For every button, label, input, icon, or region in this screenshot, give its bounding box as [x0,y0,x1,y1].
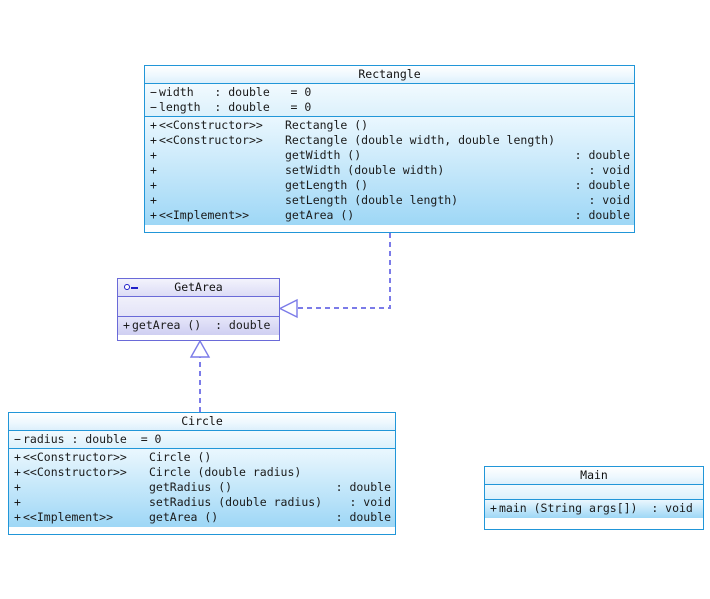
visibility-marker: + [14,480,21,494]
connector-rectangle-to-getarea [278,233,391,319]
method-row: + setLength (double length) : void [145,193,634,208]
attribute-text: width : double = 0 [159,85,312,99]
method-signature: setLength (double length) [285,193,459,207]
method-row: + <<Constructor>> Circle () [9,450,395,465]
visibility-marker: + [123,318,130,332]
method-return-type: : double [574,208,630,222]
method-signature: getRadius () [149,480,233,494]
visibility-marker: + [150,148,157,162]
method-row: + setRadius (double radius) : void [9,495,395,510]
attributes-compartment-main [485,485,703,500]
method-return-type: : double [574,148,630,162]
attribute-text: radius : double = 0 [23,432,162,446]
stereotype: <<Constructor>> [23,465,127,479]
visibility-marker: + [14,495,21,509]
visibility-marker: − [150,100,157,114]
method-return-type: : void [588,193,630,207]
method-signature: Circle () [149,450,212,464]
method-row: + setWidth (double width) : void [145,163,634,178]
class-title-rectangle: Rectangle [145,66,634,84]
attribute-row: − width : double = 0 [145,85,634,100]
visibility-marker: + [150,193,157,207]
method-signature: getArea () : double [132,318,271,332]
method-signature: setWidth (double width) [285,163,445,177]
class-box-rectangle[interactable]: Rectangle − width : double = 0 − length … [144,65,635,233]
visibility-marker: + [150,208,157,222]
method-row: + getArea () : double [118,318,279,333]
method-signature: Rectangle () [285,118,369,132]
visibility-marker: + [150,163,157,177]
method-row: + getLength () : double [145,178,634,193]
method-row: + <<Constructor>> Rectangle () [145,118,634,133]
method-row: + <<Constructor>> Circle (double radius) [9,465,395,480]
visibility-marker: + [14,465,21,479]
interface-box-getarea[interactable]: GetArea + getArea () : double [117,278,280,341]
visibility-marker: + [150,133,157,147]
lollipop-icon [124,283,142,293]
method-signature: main (String args[]) : void [499,501,693,515]
stereotype: <<Constructor>> [159,118,263,132]
class-title-circle: Circle [9,413,395,431]
visibility-marker: − [14,432,21,446]
attribute-row: − radius : double = 0 [9,432,395,447]
method-row: + <<Implement>> getArea () : double [9,510,395,525]
method-return-type: : void [349,495,391,509]
interface-attributes-compartment-getarea [118,297,279,317]
interface-name-label: GetArea [174,280,223,294]
method-signature: setRadius (double radius) [149,495,323,509]
method-row: + getRadius () : double [9,480,395,495]
visibility-marker: + [150,118,157,132]
method-row: + <<Implement>> getArea () : double [145,208,634,223]
method-signature: getArea () [285,208,355,222]
class-box-circle[interactable]: Circle − radius : double = 0 + <<Constru… [8,412,396,535]
visibility-marker: + [490,501,497,515]
methods-compartment-main: + main (String args[]) : void [485,500,703,518]
class-title-main: Main [485,467,703,485]
class-box-main[interactable]: Main + main (String args[]) : void [484,466,704,530]
method-row: + <<Constructor>> Rectangle (double widt… [145,133,634,148]
method-signature: getLength () [285,178,369,192]
stereotype: <<Implement>> [23,510,114,524]
method-signature: getWidth () [285,148,362,162]
method-return-type: : void [588,163,630,177]
method-signature: Circle (double radius) [149,465,302,479]
stereotype: <<Constructor>> [23,450,127,464]
visibility-marker: + [14,450,21,464]
attribute-row: − length : double = 0 [145,100,634,115]
method-signature: getArea () [149,510,219,524]
method-return-type: : double [574,178,630,192]
methods-compartment-rectangle: + <<Constructor>> Rectangle () + <<Const… [145,117,634,225]
method-return-type: : double [335,510,391,524]
visibility-marker: − [150,85,157,99]
visibility-marker: + [150,178,157,192]
method-row: + getWidth () : double [145,148,634,163]
interface-methods-compartment-getarea: + getArea () : double [118,317,279,335]
method-signature: Rectangle (double width, double length) [285,133,556,147]
attributes-compartment-rectangle: − width : double = 0 − length : double =… [145,84,634,117]
attributes-compartment-circle: − radius : double = 0 [9,431,395,449]
method-row: + main (String args[]) : void [485,501,703,516]
interface-title-getarea: GetArea [118,279,279,297]
connector-circle-to-getarea [189,339,211,412]
attribute-text: length : double = 0 [159,100,312,114]
stereotype: <<Constructor>> [159,133,263,147]
method-return-type: : double [335,480,391,494]
visibility-marker: + [14,510,21,524]
stereotype: <<Implement>> [159,208,250,222]
methods-compartment-circle: + <<Constructor>> Circle () + <<Construc… [9,449,395,527]
